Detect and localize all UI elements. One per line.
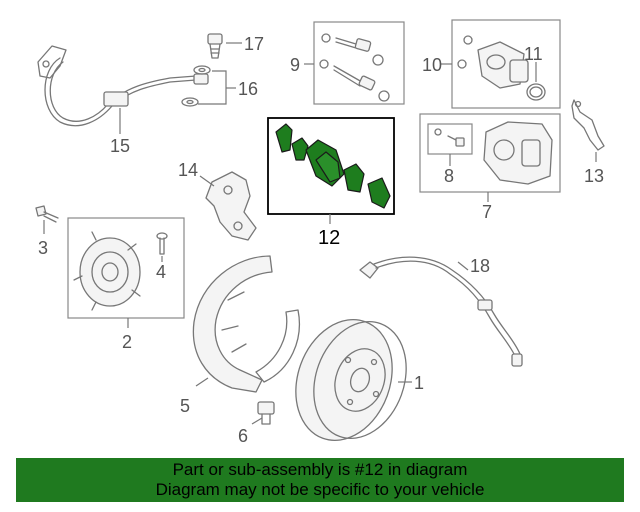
callout-9: 9 — [290, 55, 300, 75]
abs-sensor-wire — [37, 45, 209, 127]
callout-16: 16 — [238, 79, 258, 99]
callout-2: 2 — [122, 332, 132, 352]
bleeder-8 — [434, 128, 465, 147]
callout-1: 1 — [414, 373, 424, 393]
callout-15: 15 — [110, 136, 130, 156]
brake-pads-12 — [275, 123, 391, 209]
parts-diagram: 15 17 16 9 — [35, 19, 605, 446]
banner-line-1: Part or sub-assembly is #12 in diagram — [172, 460, 468, 479]
callout-7: 7 — [482, 202, 492, 222]
box-9 — [313, 21, 405, 105]
wheel-stud-4 — [156, 232, 168, 255]
box-12 — [267, 117, 395, 215]
spring-clip-13 — [571, 99, 605, 151]
hub-bolt-3 — [35, 205, 59, 223]
callout-17: 17 — [244, 34, 264, 54]
guide-pins-9 — [319, 33, 390, 102]
bolt-6 — [257, 401, 275, 425]
wheel-hub-2 — [73, 231, 141, 311]
callout-5: 5 — [180, 396, 190, 416]
callout-3: 3 — [38, 238, 48, 258]
box-2 — [67, 217, 185, 319]
splash-shield-5 — [192, 255, 300, 393]
info-banner: Part or sub-assembly is #12 in diagram D… — [16, 458, 624, 502]
bolt-17 — [207, 33, 223, 59]
callout-8: 8 — [444, 166, 454, 186]
callout-10: 10 — [422, 55, 442, 75]
callout-4: 4 — [156, 262, 166, 282]
box-7 — [419, 113, 561, 193]
callout-6: 6 — [238, 426, 248, 446]
callout-13: 13 — [584, 166, 604, 186]
abs-sensor-18 — [359, 256, 523, 367]
brake-rotor-1 — [295, 319, 407, 441]
o-ring-11 — [526, 83, 546, 101]
callout-14: 14 — [178, 160, 198, 180]
callout-11: 11 — [524, 44, 543, 64]
caliper-bracket-14 — [205, 171, 257, 241]
banner-line-2: Diagram may not be specific to your vehi… — [155, 480, 485, 499]
callout-12: 12 — [318, 227, 340, 249]
callout-18: 18 — [470, 256, 490, 276]
caliper-motor-10 — [457, 35, 529, 89]
box-8 — [427, 123, 473, 155]
caliper-7 — [483, 121, 553, 185]
washer-16 — [181, 65, 211, 107]
